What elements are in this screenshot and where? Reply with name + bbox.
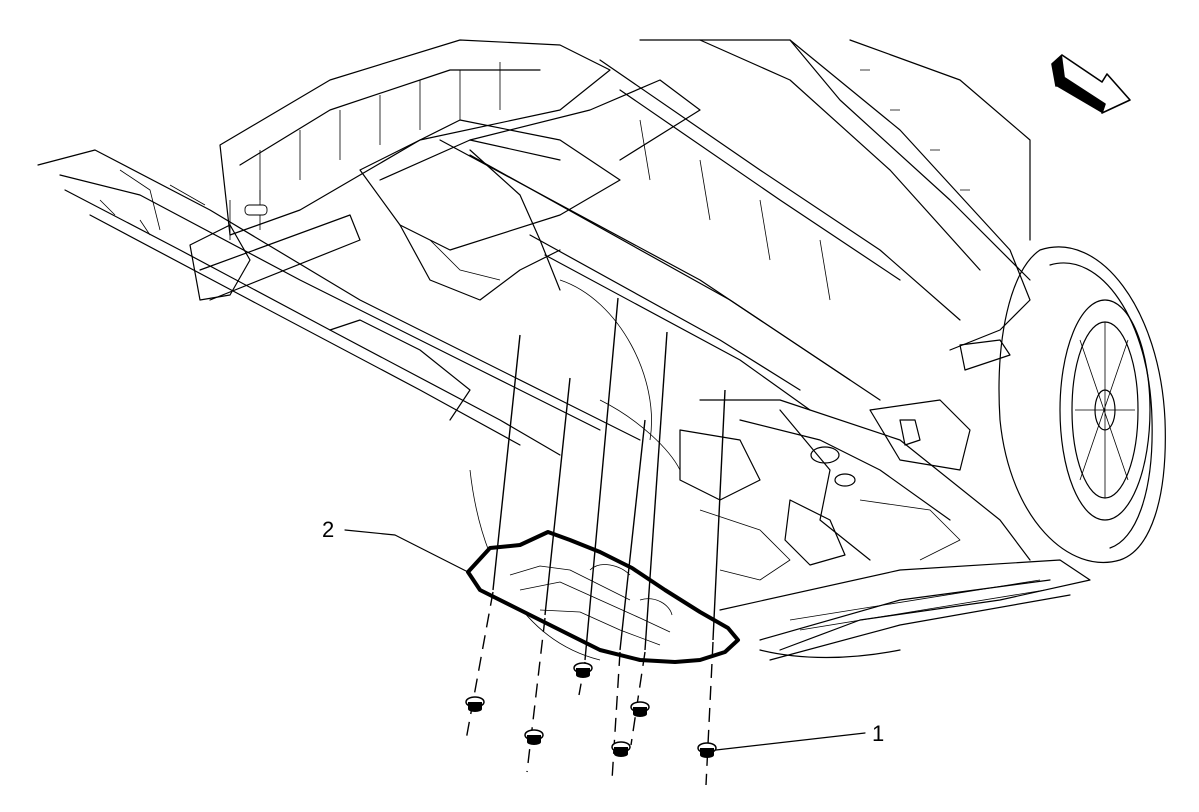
- front-direction-arrow-icon: [1051, 54, 1131, 114]
- callout-1-leader: [715, 732, 866, 751]
- frame-rails: [439, 59, 961, 411]
- nut-fastener-icon: [697, 742, 717, 758]
- rear-crossmember: [189, 39, 611, 301]
- nut-fastener-icon: [465, 696, 485, 712]
- front-fascia: [719, 559, 1091, 661]
- fastener-axes: [465, 297, 726, 786]
- fastener-nuts: [465, 662, 717, 758]
- left-rocker-panel: [37, 149, 641, 456]
- nut-fastener-icon: [611, 741, 631, 757]
- nut-fastener-icon: [573, 662, 593, 678]
- callouts: 2 1: [322, 517, 884, 751]
- callout-2-label: 2: [322, 517, 334, 542]
- front-subframe: [679, 399, 1031, 581]
- floor-tunnel: [359, 79, 701, 301]
- callout-2-leader: [344, 529, 469, 573]
- vehicle-underbody: [37, 39, 1166, 661]
- front-wheel: [998, 246, 1166, 563]
- nut-fastener-icon: [630, 701, 650, 717]
- underbody-shield: [466, 530, 740, 664]
- right-body-panel: [639, 39, 1031, 371]
- callout-1-label: 1: [872, 721, 884, 746]
- nut-fastener-icon: [524, 729, 544, 745]
